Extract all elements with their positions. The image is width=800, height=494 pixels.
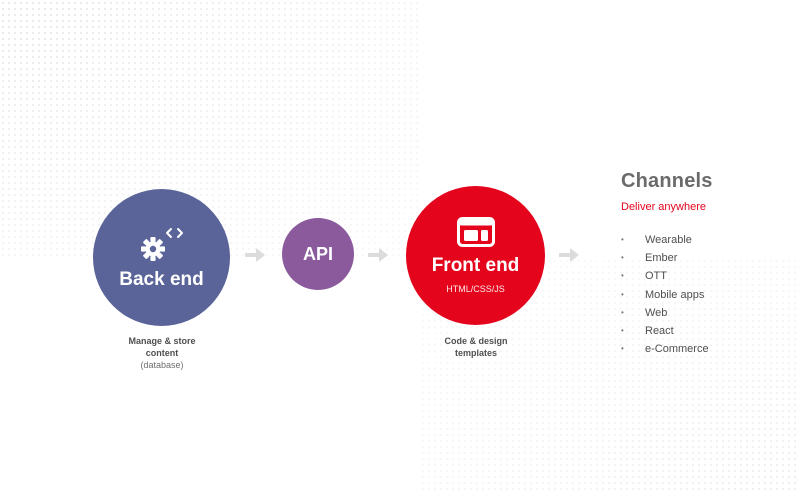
frontend-caption-line2: templates xyxy=(454,348,498,358)
backend-caption: Manage & store content (database) xyxy=(100,335,224,371)
frontend-caption-line1: Code & design xyxy=(444,336,508,346)
frontend-caption: Code & design templates xyxy=(414,335,538,359)
backend-caption-line2: content xyxy=(145,348,179,358)
channel-item: React xyxy=(621,322,713,340)
arrow-right-icon xyxy=(368,248,388,262)
api-node: API xyxy=(282,218,354,290)
frontend-title: Front end xyxy=(431,255,520,276)
channels-panel: Channels Deliver anywhere Wearable Ember… xyxy=(621,170,713,359)
channels-subtitle: Deliver anywhere xyxy=(621,201,706,213)
arrow-right-icon xyxy=(245,248,265,262)
channel-item: Mobile apps xyxy=(621,286,713,304)
channel-item: e-Commerce xyxy=(621,340,713,358)
api-title: API xyxy=(302,244,333,264)
frontend-subtitle: HTML/CSS/JS xyxy=(446,284,505,294)
gear-code-icon xyxy=(138,227,186,261)
channels-title: Channels xyxy=(621,170,713,192)
backend-caption-sub: (database) xyxy=(140,360,184,370)
channel-item: OTT xyxy=(621,267,713,285)
backend-caption-line1: Manage & store xyxy=(128,336,196,346)
browser-layout-icon xyxy=(456,217,495,247)
channel-item: Web xyxy=(621,304,713,322)
channel-item: Wearable xyxy=(621,231,713,249)
backend-title: Back end xyxy=(119,268,204,290)
channel-item: Ember xyxy=(621,249,713,267)
frontend-node: Front end HTML/CSS/JS xyxy=(406,186,545,325)
backend-node: Back end xyxy=(93,189,230,326)
channels-list: Wearable Ember OTT Mobile apps Web React… xyxy=(621,231,713,359)
arrow-right-icon xyxy=(559,248,579,262)
